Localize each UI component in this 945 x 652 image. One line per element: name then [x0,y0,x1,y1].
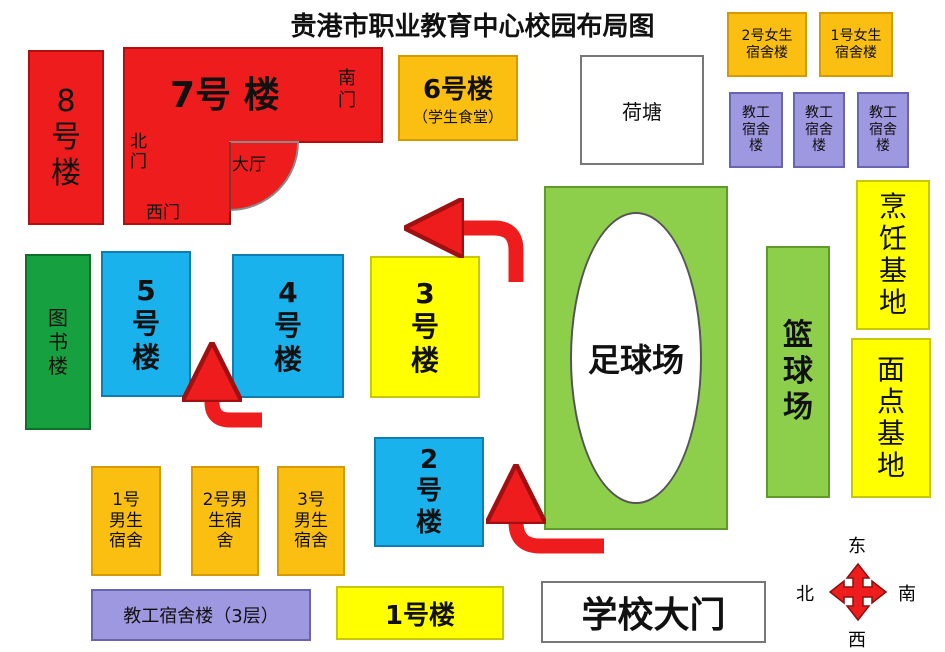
staff-dorm-3f[interactable]: 教工宿舍楼（3层） [91,589,311,641]
building-1[interactable]: 1号楼 [336,586,504,640]
building-2[interactable]: 2 号 楼 [374,437,484,547]
staff-dorm-b[interactable]: 教工 宿舍 楼 [793,92,845,168]
map-title: 贵港市职业教育中心校园布局图 [290,12,655,42]
school-main-gate[interactable]: 学校大门 [541,581,766,643]
boys-dorm-1[interactable]: 1号 男生 宿舍 [91,466,161,576]
hall-arc [229,141,300,212]
staff-dorm-c[interactable]: 教工 宿舍 楼 [857,92,909,168]
basketball-court[interactable]: 篮 球 场 [766,246,830,498]
building-7-hall: 大厅 [232,155,266,175]
staff-dorm-a[interactable]: 教工 宿舍 楼 [729,92,783,168]
building-6-label: 6号楼 [422,75,494,105]
compass-icon [828,562,888,622]
compass: 东 北 南 西 [788,532,928,651]
cooking-base[interactable]: 烹 饪 基 地 [856,180,930,330]
football-pitch: 足球场 [570,212,702,504]
building-6-sub: （学生食堂） [412,108,503,126]
lotus-pond[interactable]: 荷塘 [580,55,704,165]
building-5[interactable]: 5 号 楼 [101,251,191,397]
building-7-south-gate: 南 门 [338,68,356,111]
football-field-label: 足球场 [587,341,684,379]
pastry-base[interactable]: 面 点 基 地 [851,338,931,498]
compass-north: 北 [796,584,814,605]
boys-dorm-2[interactable]: 2号男 生宿 舍 [191,466,259,576]
building-4[interactable]: 4 号 楼 [232,254,344,398]
building-7-west-gate: 西门 [146,203,180,223]
girls-dorm-1[interactable]: 1号女生 宿舍楼 [819,12,893,77]
building-8[interactable]: 8 号 楼 [28,50,104,225]
football-field[interactable]: 足球场 [544,186,728,530]
building-7-north-gate: 北 门 [130,132,147,173]
building-6[interactable]: 6号楼 （学生食堂） [398,55,518,141]
building-7-label: 7号 楼 [170,75,280,116]
girls-dorm-2[interactable]: 2号女生 宿舍楼 [727,12,807,77]
library[interactable]: 图 书 楼 [25,254,91,430]
building-3[interactable]: 3 号 楼 [370,256,480,398]
boys-dorm-3[interactable]: 3号 男生 宿舍 [277,466,345,576]
compass-south: 南 [898,584,916,605]
compass-west: 西 [848,630,866,651]
compass-east: 东 [848,536,866,557]
